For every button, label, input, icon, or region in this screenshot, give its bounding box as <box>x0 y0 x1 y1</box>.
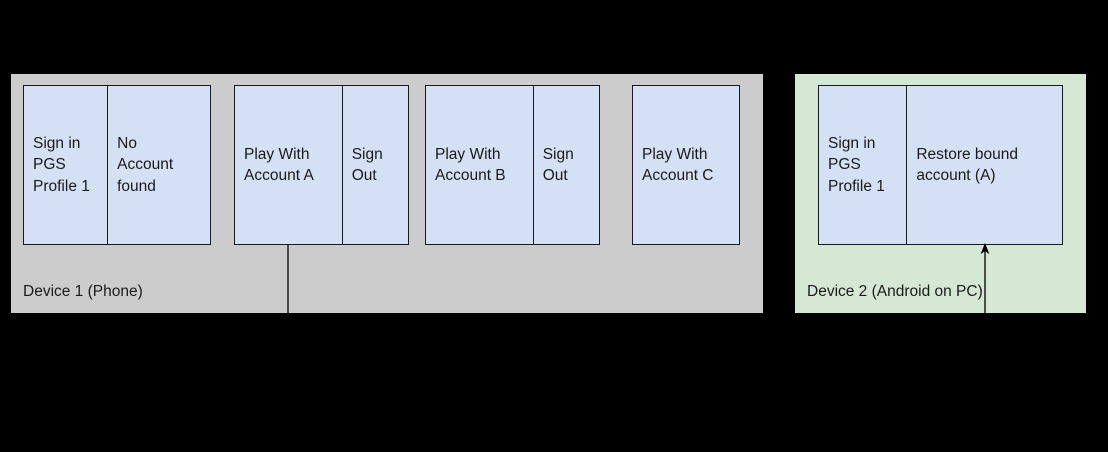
step-group-restore-bound-account: Sign in PGS Profile 1 Restore bound acco… <box>818 85 1063 245</box>
step-group-account-b: Play With Account B Sign Out <box>425 85 600 245</box>
step-sign-in-pgs-profile-1-device-2-label: Sign in PGS Profile 1 <box>828 134 885 195</box>
step-play-with-account-a[interactable]: Play With Account A <box>235 86 342 244</box>
step-group-account-c: Play With Account C <box>632 85 740 245</box>
device-1-label: Device 1 (Phone) <box>23 282 143 300</box>
step-sign-in-pgs-profile-1-device-2[interactable]: Sign in PGS Profile 1 <box>819 86 907 244</box>
step-no-account-found[interactable]: No Account found <box>107 86 210 244</box>
step-play-with-account-b-label: Play With Account B <box>435 145 506 184</box>
step-play-with-account-a-label: Play With Account A <box>244 145 314 184</box>
step-sign-out-a-label: Sign Out <box>351 145 383 184</box>
step-play-with-account-c-label: Play With Account C <box>642 145 714 184</box>
step-sign-out-b[interactable]: Sign Out <box>532 86 599 244</box>
step-restore-bound-account-a-label: Restore bound account (A) <box>916 145 1019 184</box>
step-play-with-account-b[interactable]: Play With Account B <box>426 86 533 244</box>
step-restore-bound-account-a[interactable]: Restore bound account (A) <box>906 86 1062 244</box>
step-play-with-account-c[interactable]: Play With Account C <box>633 86 739 244</box>
device-2-label: Device 2 (Android on PC) <box>807 282 983 300</box>
step-sign-in-pgs-profile-1-label: Sign in PGS Profile 1 <box>33 134 90 195</box>
step-sign-out-b-label: Sign Out <box>542 145 574 184</box>
step-no-account-found-label: No Account found <box>117 134 174 195</box>
step-group-sign-in-no-account: Sign in PGS Profile 1 No Account found <box>23 85 211 245</box>
step-sign-out-a[interactable]: Sign Out <box>341 86 408 244</box>
step-sign-in-pgs-profile-1[interactable]: Sign in PGS Profile 1 <box>24 86 108 244</box>
step-group-account-a: Play With Account A Sign Out <box>234 85 409 245</box>
